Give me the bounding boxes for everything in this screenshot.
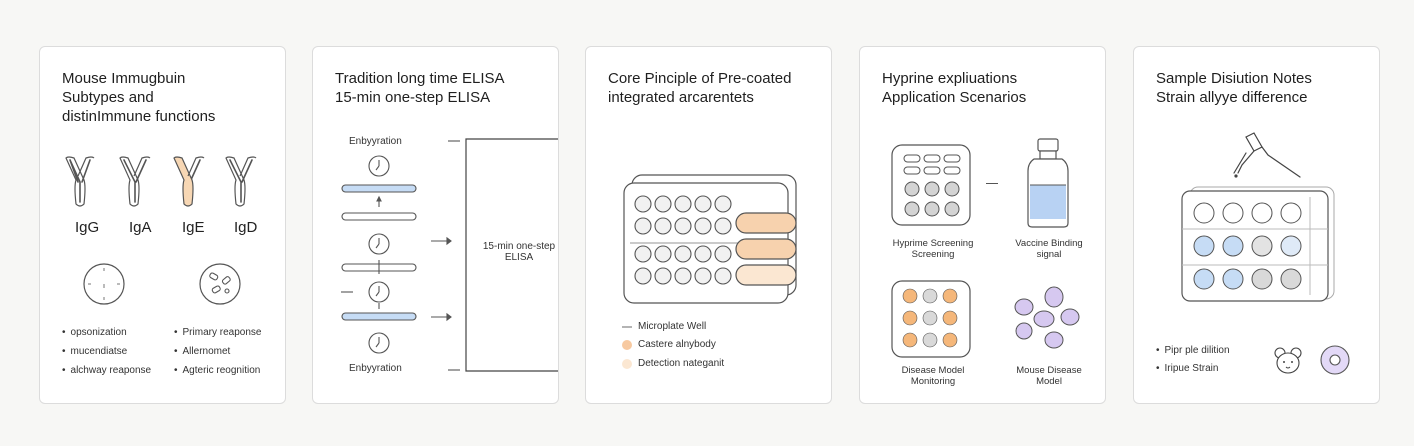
box-label-line: 15-min one-step	[482, 241, 556, 252]
connector-dash	[986, 183, 998, 184]
timer-icon	[368, 155, 390, 177]
detection-reagent-strip	[735, 264, 797, 286]
mouse-icon	[1274, 347, 1302, 374]
iga-antibody-icon	[123, 159, 147, 203]
function-item: opsonization	[62, 327, 127, 338]
legend-detection-reagent: Detection nateganit	[638, 358, 725, 369]
caption-line: Mouse Disease	[1016, 365, 1082, 376]
capture-antibody-strip	[735, 212, 797, 234]
title-line: Subtypes and	[62, 89, 154, 106]
caption-mouse-disease: Mouse Disease Model	[990, 365, 1105, 387]
timer-icon	[368, 281, 390, 303]
antibody-label-igg: IgG	[75, 219, 100, 236]
vaccine-vial-icon	[1027, 138, 1069, 228]
legend-capture-antibody: Castere alnybody	[638, 339, 716, 350]
step-label-top: Enbyyration	[349, 136, 402, 147]
antibody-label-igd: IgD	[234, 219, 258, 236]
cell-icon	[199, 263, 241, 305]
legend-microplate-well: Microplate Well	[638, 321, 707, 332]
title-line: Core Pinciple of Pre-coated	[608, 70, 792, 87]
function-item: Allernomet	[174, 346, 231, 357]
title-line: Application Scenarios	[882, 89, 1027, 106]
legend-markers	[622, 326, 632, 369]
caption-line: Hyprime Screening	[892, 238, 974, 249]
disease-model-plate-icon	[891, 280, 971, 358]
timer-icon	[368, 332, 390, 354]
igg-antibody-icon	[69, 159, 91, 203]
function-item: mucendiatse	[62, 346, 128, 357]
title-line: 15-min one-step ELISA	[335, 89, 491, 106]
note-item: Pipr ple dilition	[1156, 345, 1230, 356]
caption-hyprime-screening: Hyprime Screening Screening	[874, 238, 992, 260]
step-label-bottom: Enbyyration	[349, 363, 402, 374]
box-label-line: ELISA	[504, 252, 534, 263]
igd-antibody-icon	[229, 159, 253, 203]
elisa-process-diagram	[341, 138, 558, 372]
title-line: Strain allyye difference	[1156, 89, 1308, 106]
title-line: Tradition long time ELISA	[335, 70, 505, 87]
capture-antibody-strip	[735, 238, 797, 260]
card-immunoglobulin-subtypes: Mouse Immugbuin Subtypes and distinImmun…	[39, 46, 286, 404]
function-item: alchway reaponse	[62, 365, 152, 376]
antibody-icons	[65, 156, 257, 207]
clock-icon	[83, 263, 125, 305]
one-step-elisa-label: 15-min one-step ELISA	[473, 241, 558, 263]
title-line: Mouse Immugbuin	[62, 70, 186, 87]
card-title: Hyprine expliuations Application Scenari…	[882, 69, 1026, 107]
timer-icon	[368, 233, 390, 255]
antibody-label-ige: IgE	[182, 219, 205, 236]
pipette-icon	[1233, 132, 1301, 178]
well-grid	[634, 195, 732, 285]
card-elisa-comparison: Tradition long time ELISA 15-min one-ste…	[312, 46, 559, 404]
caption-line: Disease Model	[901, 365, 965, 376]
card-title: Tradition long time ELISA 15-min one-ste…	[335, 69, 505, 107]
title-line: distinImmune functions	[62, 108, 216, 125]
ring-icon	[1320, 345, 1350, 375]
card-application-scenarios: Hyprine expliuations Application Scenari…	[859, 46, 1106, 404]
card-title: Core Pinciple of Pre-coated integrated a…	[608, 69, 791, 107]
antibody-label-iga: IgA	[129, 219, 152, 236]
caption-disease-model: Disease Model Monitoring	[874, 365, 992, 387]
caption-line: Model	[1036, 376, 1062, 387]
caption-vaccine-binding: Vaccine Binding signal	[990, 238, 1105, 260]
title-line: Hyprine expliuations	[882, 70, 1018, 87]
card-sample-dilution: Sample Disiution Notes Strain allyye dif…	[1133, 46, 1380, 404]
mouse-cells-icon	[1014, 286, 1080, 349]
title-line: Sample Disiution Notes	[1156, 70, 1312, 87]
caption-line: Vaccine Binding	[1015, 238, 1083, 249]
title-line: integrated arcarentets	[608, 89, 754, 106]
card-title: Mouse Immugbuin Subtypes and distinImmun…	[62, 69, 215, 126]
caption-line: signal	[1036, 249, 1062, 260]
caption-line: Monitoring	[910, 376, 956, 387]
note-item: Iripue Strain	[1156, 363, 1219, 374]
function-item: Agteric reognition	[174, 365, 261, 376]
card-title: Sample Disiution Notes Strain allyye dif…	[1156, 69, 1312, 107]
card-precoated-principle: Core Pinciple of Pre-coated integrated a…	[585, 46, 832, 404]
screening-plate-icon	[891, 144, 971, 226]
caption-line: Screening	[911, 249, 955, 260]
microplate-illustration	[623, 174, 797, 304]
function-item: Primary reaponse	[174, 327, 262, 338]
dilution-plate-icon	[1181, 186, 1335, 302]
